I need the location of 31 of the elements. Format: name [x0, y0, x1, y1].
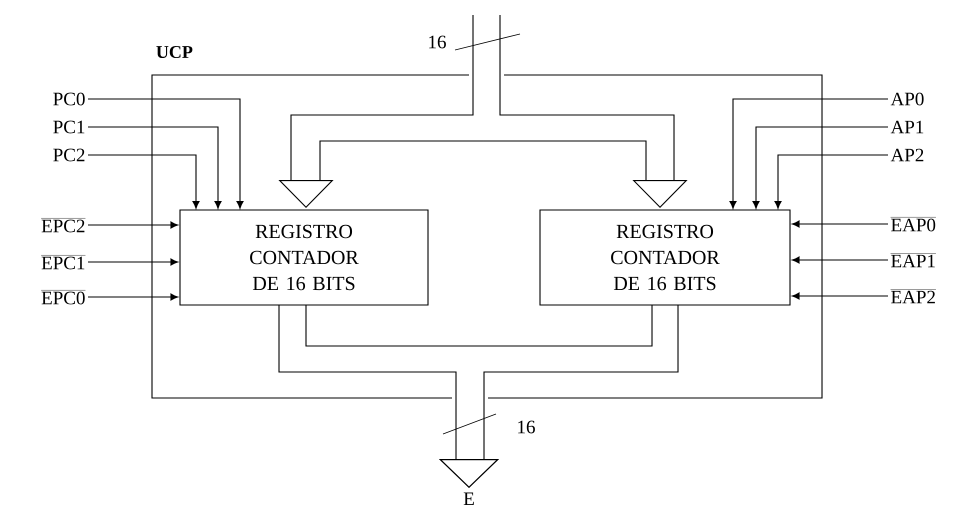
signal-arrow: [792, 220, 888, 228]
signal-arrow: [88, 258, 178, 266]
signal-arrow: [752, 126, 888, 209]
signal-label: EPC1: [40, 255, 86, 270]
signal-arrow: [88, 154, 200, 209]
signal-arrow: [88, 98, 244, 209]
signal-label: EAP2: [890, 289, 936, 304]
signal-arrow: [730, 98, 888, 209]
signal-arrow: [792, 292, 888, 300]
signal-label: AP2: [890, 148, 924, 162]
output-label: E: [464, 492, 474, 505]
bus-width-label: 16: [429, 36, 446, 48]
signal-arrow: [88, 126, 222, 209]
signal-label: AP1: [890, 120, 924, 134]
signal-label: EPC0: [40, 290, 86, 304]
signal-arrow: [88, 294, 178, 300]
signal-label: PC2: [53, 148, 84, 162]
signal-label: AP0: [890, 92, 924, 106]
register-box: REGISTRO CONTADOR DE 16 BITS: [539, 209, 791, 306]
signal-label: PC1: [53, 120, 84, 134]
bus-arrow: [482, 14, 688, 208]
bus-width-label: 16: [518, 420, 535, 434]
signal-label: EAP0: [890, 217, 936, 232]
register-box: REGISTRO CONTADOR DE 16 BITS: [179, 209, 429, 306]
signal-label: EPC2: [40, 218, 86, 232]
signal-arrow: [88, 222, 178, 228]
signal-label: EAP1: [890, 253, 936, 268]
signal-arrow: [792, 256, 888, 264]
signal-arrow: [774, 154, 888, 209]
box-title: UCP: [156, 46, 192, 58]
signal-label: PC0: [53, 92, 85, 106]
